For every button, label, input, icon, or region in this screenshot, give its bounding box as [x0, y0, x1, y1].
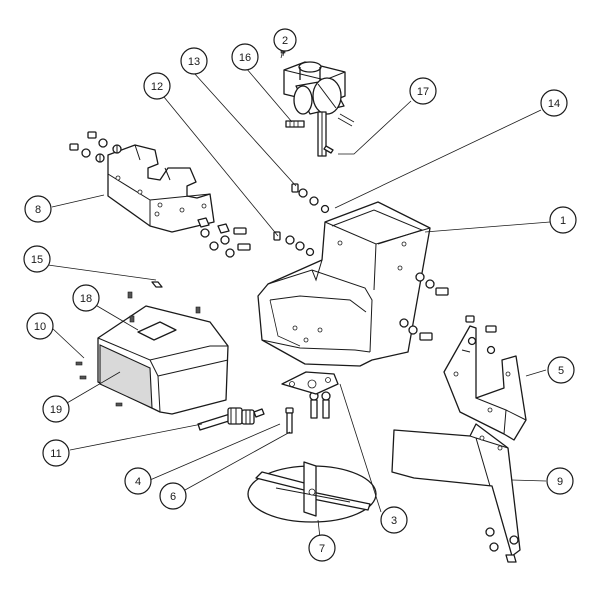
svg-text:14: 14 — [548, 98, 560, 110]
callout-16: 16 — [231, 43, 259, 71]
fastener-set-lower-left — [197, 217, 251, 258]
callout-18: 18 — [72, 284, 100, 312]
svg-text:13: 13 — [188, 56, 200, 68]
callout-14: 14 — [540, 89, 568, 117]
svg-text:5: 5 — [558, 365, 564, 377]
callout-11: 11 — [42, 439, 70, 467]
fastener-set-right-of-chute — [399, 272, 449, 341]
svg-text:11: 11 — [50, 448, 61, 460]
callouts: 1 2 3 4 5 6 7 8 — [23, 28, 577, 562]
svg-text:17: 17 — [417, 86, 429, 98]
svg-text:12: 12 — [151, 81, 163, 93]
callout-12: 12 — [143, 72, 171, 100]
svg-text:3: 3 — [391, 515, 397, 527]
shaft-coupling — [197, 407, 265, 431]
callout-19: 19 — [42, 395, 70, 423]
hopper-chute — [257, 201, 431, 367]
fastener-set-upper-left — [69, 131, 122, 163]
callout-10: 10 — [26, 312, 54, 340]
callout-4: 4 — [124, 467, 152, 495]
callout-6: 6 — [159, 482, 187, 510]
callout-2: 2 — [273, 28, 297, 52]
callout-3: 3 — [380, 506, 408, 534]
mounting-bracket-right — [443, 315, 527, 441]
callout-13: 13 — [180, 47, 208, 75]
spinner-disc — [247, 461, 377, 523]
motor-cover — [75, 281, 229, 415]
callout-15: 15 — [23, 245, 51, 273]
motor-assembly — [280, 48, 355, 157]
svg-text:1: 1 — [560, 215, 566, 227]
mounting-bracket-left — [107, 144, 215, 233]
callout-5: 5 — [547, 356, 575, 384]
svg-text:2: 2 — [282, 35, 288, 47]
callout-17: 17 — [409, 77, 437, 105]
callout-8: 8 — [24, 195, 52, 223]
spinner-mount-plate — [281, 371, 339, 395]
callout-1: 1 — [549, 206, 577, 234]
svg-text:9: 9 — [557, 476, 563, 488]
svg-text:7: 7 — [319, 543, 325, 555]
svg-text:10: 10 — [34, 321, 46, 333]
svg-text:18: 18 — [80, 293, 92, 305]
svg-text:15: 15 — [31, 254, 43, 266]
svg-text:8: 8 — [35, 204, 41, 216]
svg-text:19: 19 — [50, 404, 62, 416]
svg-text:16: 16 — [239, 52, 251, 64]
spinner-bolts — [285, 391, 331, 434]
fastener-set-center — [273, 183, 330, 257]
svg-text:4: 4 — [135, 476, 141, 488]
callout-9: 9 — [546, 467, 574, 495]
deflector-plate — [391, 423, 521, 563]
svg-text:6: 6 — [170, 491, 176, 503]
callout-7: 7 — [308, 534, 336, 562]
